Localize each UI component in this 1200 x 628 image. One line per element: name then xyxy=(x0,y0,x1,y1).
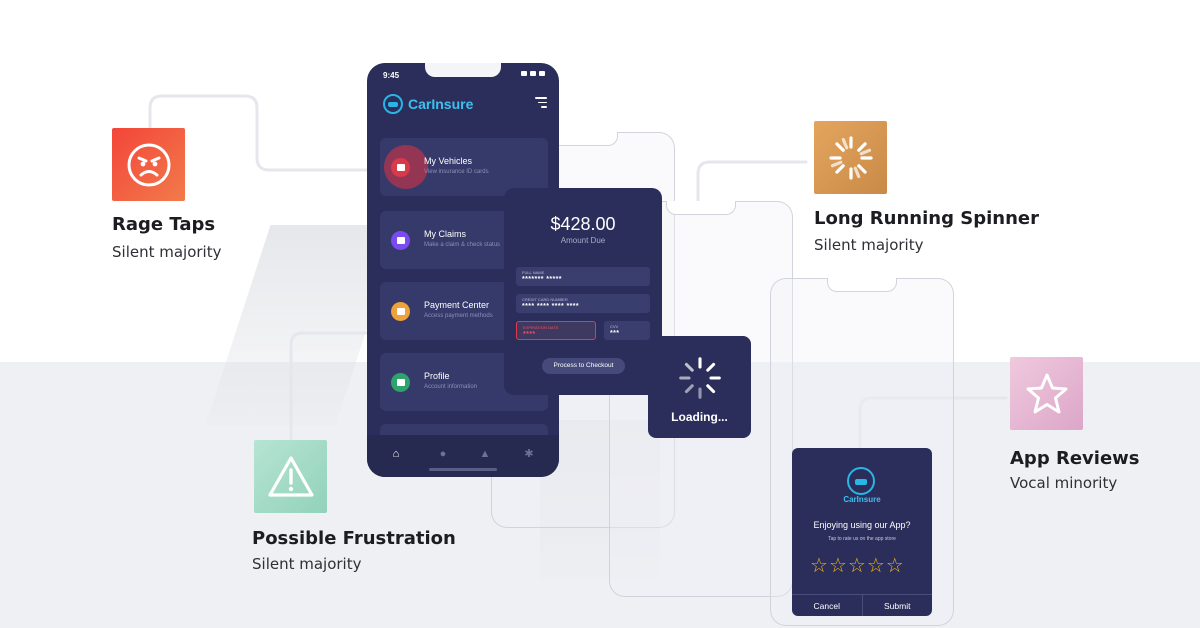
status-time: 9:45 xyxy=(383,71,400,80)
rating-subtext: Tap to rate us on the app store xyxy=(828,536,896,542)
rating-stars: ☆ ☆ ☆ ☆ ☆ xyxy=(810,556,904,576)
process-checkout-button[interactable]: Process to Checkout xyxy=(542,358,625,374)
menu-card-desc: Make a claim & check status xyxy=(424,242,501,248)
rage-taps-title: Rage Taps xyxy=(112,214,216,235)
credit-card-field[interactable]: CREDIT CARD NUMBER **** **** **** **** xyxy=(516,294,650,313)
amount-due-value: $428.00 xyxy=(550,214,616,234)
home-indicator xyxy=(429,468,497,471)
status-bar: 9:45 xyxy=(367,63,559,85)
amount-due-label: Amount Due xyxy=(560,236,606,245)
frustration-tile xyxy=(254,440,327,513)
phone-notch xyxy=(425,63,501,77)
glass-phone-outline xyxy=(609,201,793,597)
spinner-icon xyxy=(828,135,873,180)
cvv-field[interactable]: CVV *** xyxy=(604,321,650,340)
rage-taps-tile xyxy=(112,128,185,201)
loading-text: Loading... xyxy=(671,410,728,424)
menu-card-label: My Claims xyxy=(424,229,466,239)
menu-card-label: My Vehicles xyxy=(424,156,473,166)
bell-icon[interactable]: ▲ xyxy=(479,448,491,460)
menu-card-desc: Account information xyxy=(424,384,478,390)
menu-card-desc: Access payment methods xyxy=(424,313,493,319)
reviews-tile xyxy=(1010,357,1083,430)
compass-icon[interactable]: ● xyxy=(439,448,447,460)
carinsure-logo-icon xyxy=(847,467,875,495)
spinner-tile xyxy=(814,121,887,194)
warning-icon xyxy=(267,455,314,497)
menu-card-label: Profile xyxy=(424,371,450,381)
app-header: CarInsure xyxy=(367,85,559,123)
signal-icons xyxy=(521,71,545,76)
frustration-title: Possible Frustration xyxy=(252,528,456,549)
rating-question: Enjoying using our App? xyxy=(813,520,911,530)
full-name-field[interactable]: FULL NAME ******* ***** xyxy=(516,267,650,286)
checkout-card: $428.00 Amount Due FULL NAME ******* ***… xyxy=(504,188,662,395)
gear-icon xyxy=(391,373,410,392)
star-2-icon[interactable]: ☆ xyxy=(828,555,847,577)
phone-shadow xyxy=(540,420,660,580)
star-4-icon[interactable]: ☆ xyxy=(866,555,885,577)
menu-card-desc: View insurance ID cards xyxy=(424,169,489,175)
spinner-subtitle: Silent majority xyxy=(814,236,924,254)
carinsure-logo-icon xyxy=(383,94,403,114)
expiration-date-field[interactable]: EXPIRATION DATE **** xyxy=(516,321,596,340)
car-icon xyxy=(391,158,410,177)
field-label: CREDIT CARD NUMBER xyxy=(522,297,568,302)
folder-icon xyxy=(391,231,410,250)
submit-button[interactable]: Submit xyxy=(884,601,911,611)
loading-spinner-icon xyxy=(679,357,721,399)
menu-card-my-vehicles[interactable]: My Vehicles View insurance ID cards xyxy=(380,138,548,196)
reviews-subtitle: Vocal minority xyxy=(1010,474,1118,492)
rating-dialog: CarInsure Enjoying using our App? Tap to… xyxy=(792,448,932,616)
field-value: **** **** **** **** xyxy=(522,303,580,310)
background-lower-band xyxy=(0,362,1200,628)
rage-taps-subtitle: Silent majority xyxy=(112,243,222,261)
settings-icon[interactable]: ✱ xyxy=(524,448,534,460)
rating-brand: CarInsure xyxy=(843,495,881,504)
star-5-icon[interactable]: ☆ xyxy=(885,555,904,577)
filter-menu-icon[interactable] xyxy=(535,97,547,111)
frustration-subtitle: Silent majority xyxy=(252,555,362,573)
cancel-button[interactable]: Cancel xyxy=(792,595,863,616)
main-phone: 9:45 CarInsure My Vehicles View insuranc… xyxy=(367,63,559,477)
spinner-title: Long Running Spinner xyxy=(814,208,1039,229)
reviews-title: App Reviews xyxy=(1010,448,1140,469)
angry-face-icon xyxy=(127,143,170,186)
rating-buttons: Cancel Submit xyxy=(792,594,932,616)
field-label: CVV xyxy=(610,324,619,329)
field-label: EXPIRATION DATE xyxy=(523,325,559,330)
field-value: **** xyxy=(523,331,536,338)
menu-card-label: Payment Center xyxy=(424,300,490,310)
field-label: FULL NAME xyxy=(522,270,545,275)
field-value: ******* ***** xyxy=(522,276,562,283)
loading-card: Loading... xyxy=(648,336,751,438)
star-icon xyxy=(1026,373,1067,413)
wallet-icon xyxy=(391,302,410,321)
star-3-icon[interactable]: ☆ xyxy=(847,555,866,577)
home-icon[interactable]: ⌂ xyxy=(392,448,400,460)
field-value: *** xyxy=(610,330,620,337)
app-brand-name: CarInsure xyxy=(408,96,474,112)
star-1-icon[interactable]: ☆ xyxy=(810,555,828,577)
